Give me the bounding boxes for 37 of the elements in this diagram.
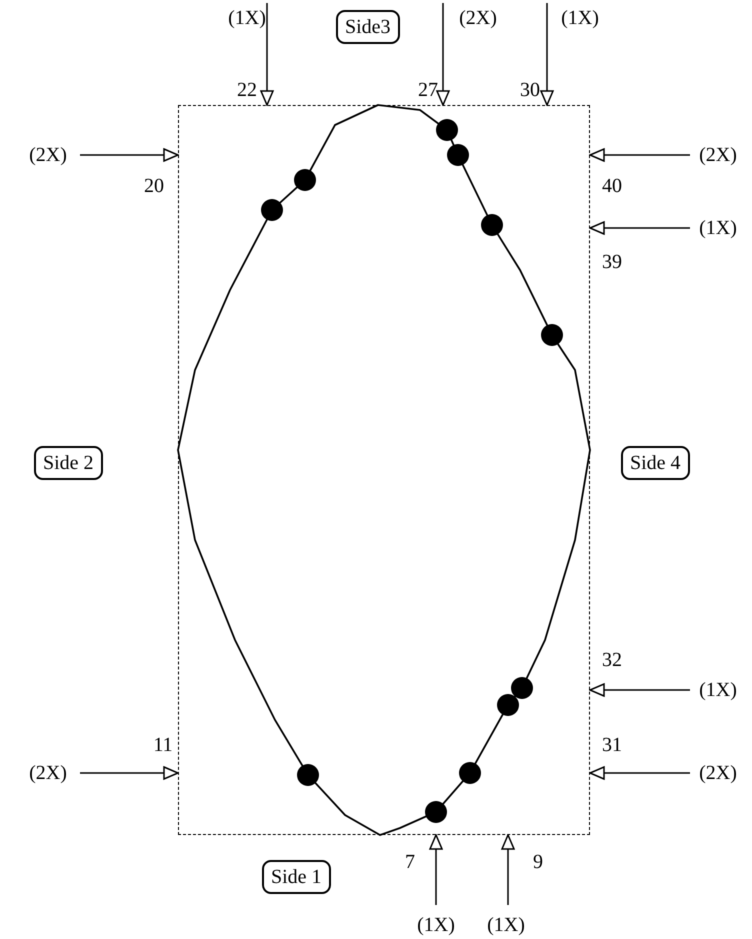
position-number: 9 bbox=[533, 852, 543, 872]
position-number: 11 bbox=[153, 735, 173, 755]
multiplier-label: (1X) bbox=[561, 8, 599, 28]
side-label: Side 4 bbox=[621, 446, 690, 480]
multiplier-label: (1X) bbox=[417, 915, 455, 935]
position-number: 22 bbox=[237, 80, 257, 100]
side-label: Side3 bbox=[336, 10, 400, 44]
arrow bbox=[429, 834, 443, 905]
position-number: 32 bbox=[602, 650, 622, 670]
position-number: 27 bbox=[418, 80, 438, 100]
multiplier-label: (2X) bbox=[29, 763, 67, 783]
multiplier-label: (2X) bbox=[29, 145, 67, 165]
position-number: 31 bbox=[602, 735, 622, 755]
arrow bbox=[80, 766, 179, 780]
position-number: 40 bbox=[602, 176, 622, 196]
arrow bbox=[436, 3, 450, 106]
position-number: 39 bbox=[602, 252, 622, 272]
side-label: Side 1 bbox=[262, 860, 331, 894]
position-number: 30 bbox=[520, 80, 540, 100]
arrow bbox=[589, 221, 690, 235]
multiplier-label: (1X) bbox=[699, 680, 737, 700]
multiplier-label: (1X) bbox=[487, 915, 525, 935]
arrow bbox=[589, 766, 690, 780]
arrow bbox=[260, 3, 274, 106]
multiplier-label: (2X) bbox=[699, 145, 737, 165]
multiplier-label: (2X) bbox=[699, 763, 737, 783]
arrow bbox=[501, 834, 515, 905]
multiplier-label: (2X) bbox=[459, 8, 497, 28]
position-number: 20 bbox=[144, 176, 164, 196]
arrow bbox=[80, 148, 179, 162]
position-number: 7 bbox=[405, 852, 415, 872]
side-label: Side 2 bbox=[34, 446, 103, 480]
arrow bbox=[589, 683, 690, 697]
multiplier-label: (1X) bbox=[228, 8, 266, 28]
arrow bbox=[589, 148, 690, 162]
arrow bbox=[540, 3, 554, 106]
multiplier-label: (1X) bbox=[699, 218, 737, 238]
